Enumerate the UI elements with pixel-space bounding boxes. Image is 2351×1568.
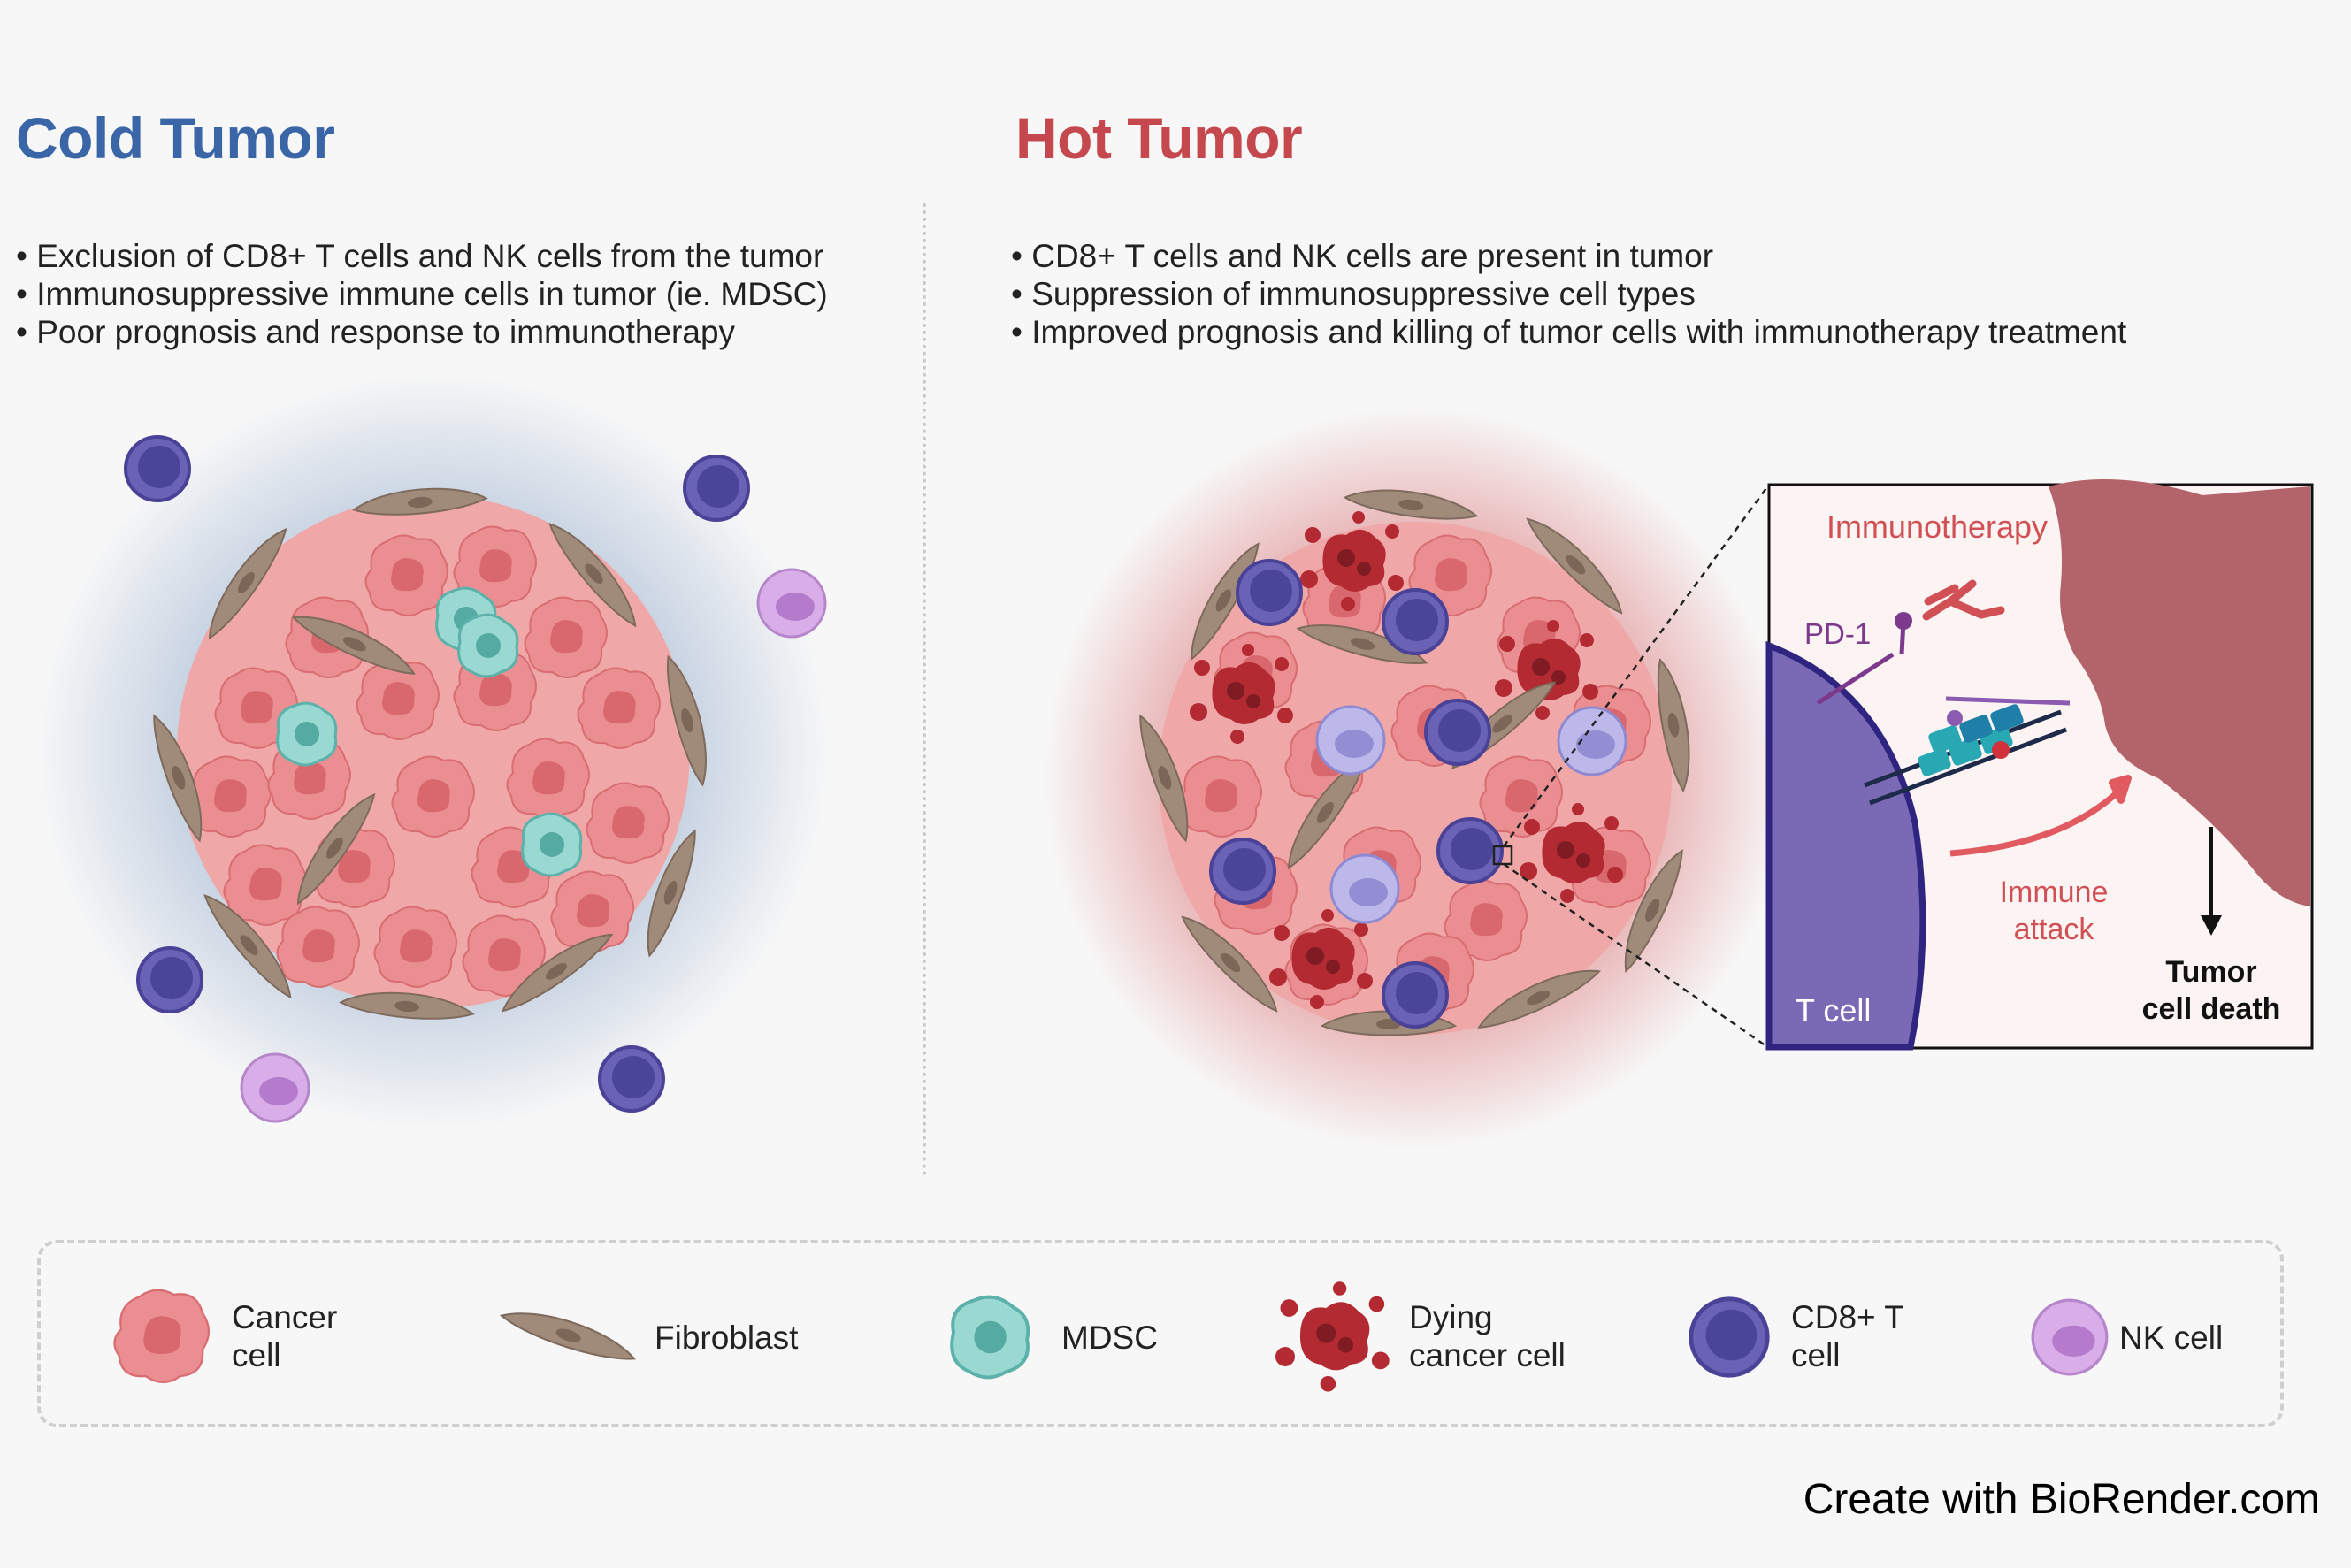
- biorender-credit: Create with BioRender.com: [1803, 1476, 2320, 1523]
- legend-cd8-icon: [1691, 1299, 1767, 1375]
- tumor-illustration: Immunotherapy PD-1 Immune attack Tumor c…: [35, 371, 2314, 1150]
- legend-mdsc-label: MDSC: [1061, 1319, 1158, 1356]
- immunotherapy-label: Immunotherapy: [1826, 509, 2048, 545]
- t-cell-label: T cell: [1796, 992, 1871, 1029]
- tumor-death-label-1: Tumor: [2165, 955, 2256, 989]
- legend-fibroblast-label: Fibroblast: [655, 1319, 799, 1356]
- immune-attack-label-2: attack: [2014, 913, 2095, 946]
- hot-bullet: • Suppression of immunosuppressive cell …: [1011, 276, 1696, 312]
- legend-nk-label: NK cell: [2119, 1319, 2224, 1356]
- hot-bullet-list: • CD8+ T cells and NK cells are present …: [1011, 237, 2126, 351]
- hot-tumor-title: Hot Tumor: [1015, 105, 1303, 171]
- immunotherapy-inset: Immunotherapy PD-1 Immune attack Tumor c…: [1765, 479, 2314, 1051]
- section-divider: [923, 203, 926, 1176]
- legend-fibroblast-icon: [497, 1300, 640, 1369]
- cold-bullet: • Poor prognosis and response to immunot…: [16, 314, 736, 350]
- legend-dying-icon: [1275, 1281, 1390, 1392]
- legend-icons: [113, 1281, 2109, 1392]
- cold-tumor-title: Cold Tumor: [16, 105, 335, 171]
- legend-cancer-icon: [113, 1289, 211, 1384]
- legend-nk-icon: [2031, 1298, 2109, 1376]
- hot-bullet: • CD8+ T cells and NK cells are present …: [1011, 238, 1714, 274]
- cold-bullet-list: • Exclusion of CD8+ T cells and NK cells…: [16, 237, 828, 351]
- cold-bullet: • Exclusion of CD8+ T cells and NK cells…: [16, 238, 824, 274]
- pd1-label: PD-1: [1804, 617, 1871, 650]
- hot-bullet: • Improved prognosis and killing of tumo…: [1011, 314, 2127, 350]
- cold-tumor: [35, 371, 831, 1132]
- cold-bullet: • Immunosuppressive immune cells in tumo…: [16, 276, 828, 312]
- tumor-death-label-2: cell death: [2142, 992, 2281, 1026]
- hot-tumor: [1044, 407, 1787, 1150]
- immune-attack-label-1: Immune: [2000, 876, 2109, 909]
- legend-mdsc-icon: [950, 1295, 1030, 1380]
- legend: [37, 1240, 2284, 1427]
